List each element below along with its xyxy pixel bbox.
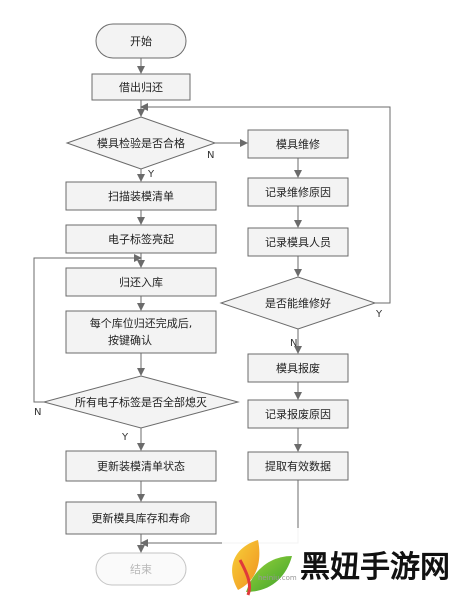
update-list-step: [65, 450, 217, 482]
scrap-step: [247, 353, 349, 383]
update-stock-step: [65, 501, 217, 535]
watermark-logo: 黑妞手游网 heiniu.com: [222, 528, 466, 598]
tag-light-label: 电子标签亮起: [108, 232, 174, 246]
repair-no-flag: N: [290, 338, 297, 349]
all-tags-decision-label: 所有电子标签是否全部熄灭: [75, 395, 207, 409]
watermark-text: 黑妞手游网: [300, 550, 450, 585]
return-store-label: 归还入库: [119, 275, 163, 289]
inspect-yes-flag: Y: [147, 169, 155, 180]
start-label: 开始: [130, 34, 152, 48]
end-label: 结束: [130, 563, 152, 576]
confirm-step: [65, 310, 217, 354]
scan-list-step: [65, 181, 217, 211]
borrow-return-label: 借出归还: [119, 80, 163, 94]
tag-light-step: [65, 224, 217, 254]
connector-canrepair-loop: [140, 103, 391, 304]
record-scrap-step: [247, 399, 349, 429]
tags-no-flag: N: [34, 407, 41, 418]
extract-data-label: 提取有效数据: [265, 459, 331, 473]
repair-label: 模具维修: [276, 137, 320, 151]
scan-list-label: 扫描装模清单: [108, 189, 174, 203]
confirm-label-line1: 每个库位归还完成后,: [90, 316, 193, 330]
repair-yes-flag: Y: [375, 309, 383, 320]
watermark-url: heiniu.com: [258, 574, 297, 582]
record-scrap-label: 记录报废原因: [265, 407, 331, 421]
scrap-label: 模具报废: [276, 361, 320, 375]
confirm-label-line2: 按键确认: [108, 333, 152, 347]
inspect-decision-label: 模具检验是否合格: [97, 136, 185, 150]
record-person-label: 记录模具人员: [265, 236, 331, 249]
update-stock-label: 更新模具库存和寿命: [92, 511, 191, 525]
borrow-return-step: [91, 73, 191, 101]
update-list-label: 更新装模清单状态: [97, 459, 185, 473]
record-reason-label: 记录维修原因: [265, 185, 331, 199]
leaf-icon: [232, 540, 292, 596]
inspect-no-flag: N: [207, 150, 214, 161]
can-repair-decision-label: 是否能维修好: [265, 296, 331, 310]
tags-yes-flag: Y: [121, 432, 129, 443]
record-reason-step: [247, 177, 349, 207]
connector-tags-loop: [33, 254, 142, 403]
end-terminal: [95, 552, 187, 586]
record-person-step: [247, 227, 349, 257]
